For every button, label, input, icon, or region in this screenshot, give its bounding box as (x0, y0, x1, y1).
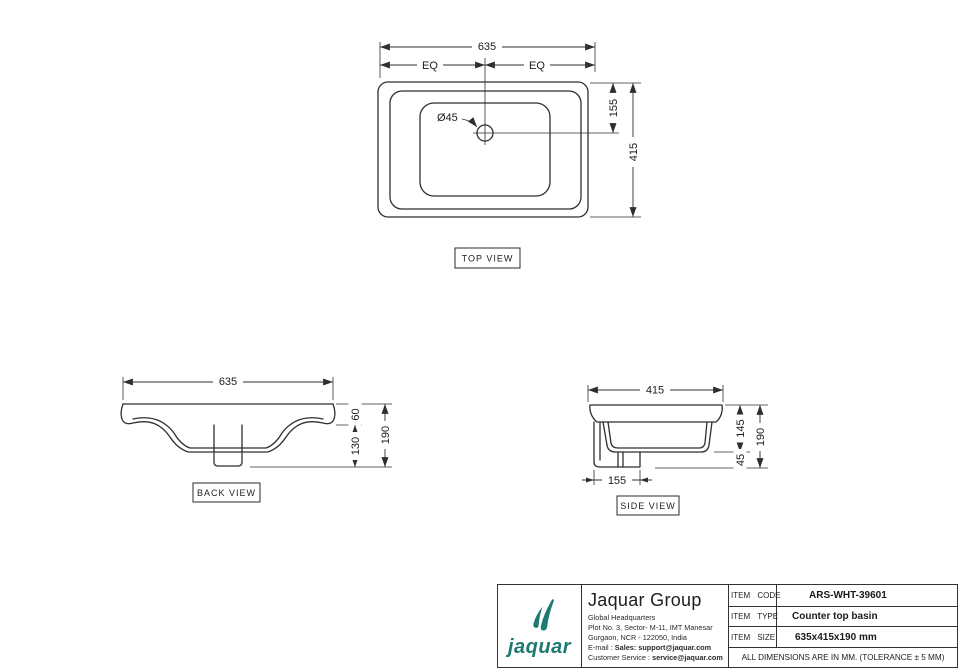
dim-arrow (586, 477, 594, 483)
dim-rim-height: 60 (350, 408, 362, 420)
service-value[interactable]: service@jaquar.com (652, 652, 723, 662)
back-view: 635 60 130 190 BACK VIEW (120, 375, 392, 503)
dim-text-bg (606, 93, 619, 123)
table-row: ITEM SIZE 635x415x190 mm (729, 627, 957, 648)
top-view-label-box (454, 247, 521, 269)
service-line: Customer Service : service@jaquar.com (588, 653, 728, 663)
side-view-label-box (616, 495, 680, 516)
top-view-label: TOP VIEW (462, 254, 514, 264)
item-table: ITEM CODE ARS-WHT-39601 ITEM TYPE Counte… (729, 585, 957, 667)
table-row: ITEM TYPE Counter top basin (729, 607, 957, 627)
side-view-bowl-outer (602, 421, 713, 453)
dim-eq-right: EQ (529, 60, 545, 72)
logo-cell: jaquar (498, 585, 582, 667)
back-view-outer-profile (120, 403, 336, 453)
dim-text-bg (378, 421, 392, 449)
item-type-label: ITEM TYPE (729, 607, 778, 626)
side-view-label: SIDE VIEW (620, 501, 676, 511)
address-cell: Jaquar Group Global Headquarters Plot No… (582, 585, 729, 667)
top-view: 635 EQ EQ Ø45 155 415 TOP VIEW (377, 40, 641, 269)
table-row: ITEM CODE ARS-WHT-39601 (729, 585, 957, 607)
item-code-label: ITEM CODE (729, 585, 780, 606)
back-view-label-box (192, 482, 261, 503)
dim-text-bg (417, 58, 443, 71)
dim-top-width: 635 (478, 41, 496, 53)
address-line-1: Global Headquarters (588, 613, 656, 623)
dim-text-bg (733, 414, 747, 443)
jaquar-logo-icon (532, 598, 554, 630)
side-view: 415 145 45 190 155 SIDE VIEW (582, 383, 768, 516)
dim-text-bg (472, 40, 502, 53)
dim-drain-offset: 155 (608, 475, 626, 487)
side-view-bowl-inner (607, 421, 708, 449)
dim-text-bg (602, 473, 632, 487)
item-code-value: ARS-WHT-39601 (809, 590, 887, 601)
side-view-rim (589, 404, 723, 423)
dim-drain-height: 45 (735, 454, 747, 466)
dim-hole-offset: 155 (608, 99, 620, 117)
item-type-value: Counter top basin (792, 611, 878, 622)
dim-depth-group: 415 (626, 137, 640, 167)
service-label: Customer Service : (588, 652, 653, 662)
email-value[interactable]: Sales: support@jaquar.com (614, 642, 712, 652)
item-size-label: ITEM SIZE (729, 627, 777, 647)
dim-text-bg (640, 383, 670, 396)
dim-hole-offset-group: 155 (606, 93, 620, 123)
company-name: Jaquar Group (588, 590, 702, 611)
dim-hole-diameter: Ø45 (437, 112, 458, 124)
dim-basin-depth: 145 (735, 419, 747, 437)
dim-bowl-depth-group: 130 (348, 432, 362, 460)
dim-text-bg (753, 423, 767, 451)
dim-depth: 415 (628, 143, 640, 161)
back-view-inner-profile (132, 417, 324, 449)
address-line-3: Gurgaon, NCR - 122050, India (588, 633, 687, 643)
top-view-middle-rim (389, 90, 582, 210)
dim-text-bg (524, 58, 550, 71)
leader-line (461, 117, 478, 128)
dim-basin-depth-group: 145 (733, 414, 747, 443)
dim-text-bg (348, 403, 362, 426)
dim-text-bg (733, 449, 747, 471)
back-view-drain-column (213, 424, 243, 467)
back-view-label: BACK VIEW (197, 488, 256, 498)
dim-arrow (640, 477, 648, 483)
dim-back-total-height: 190 (380, 426, 392, 444)
item-size-value: 635x415x190 mm (795, 631, 877, 643)
dim-text-bg (348, 432, 362, 460)
dim-bowl-depth: 130 (350, 437, 362, 455)
dimensions-note: ALL DIMENSIONS ARE IN MM. (TOLERANCE ± 5… (741, 653, 945, 662)
dim-side-total-height: 190 (755, 428, 767, 446)
email-line: E-mail : Sales: support@jaquar.com (588, 643, 728, 653)
email-label: E-mail : (588, 642, 615, 652)
title-block: jaquar Jaquar Group Global Headquarters … (497, 584, 958, 668)
address-line-2: Plot No. 3, Sector- M-11, IMT Manesar (588, 623, 713, 633)
logo-wordmark: jaquar (507, 635, 572, 658)
side-view-back-wall (593, 421, 641, 468)
dim-text-bg (626, 137, 639, 167)
dim-back-total-height-group: 190 (378, 421, 392, 449)
dim-side-total-height-group: 190 (753, 423, 767, 451)
dim-drain-height-group: 45 (733, 449, 747, 471)
dim-text-bg (213, 375, 243, 388)
dim-rim-height-group: 60 (348, 403, 362, 426)
dim-back-width: 635 (219, 376, 237, 388)
dim-side-width: 415 (646, 385, 664, 397)
dim-eq-left: EQ (422, 60, 438, 72)
top-view-outer-rim (377, 81, 589, 218)
technical-drawing: 635 EQ EQ Ø45 155 415 TOP VIEW (120, 40, 768, 516)
